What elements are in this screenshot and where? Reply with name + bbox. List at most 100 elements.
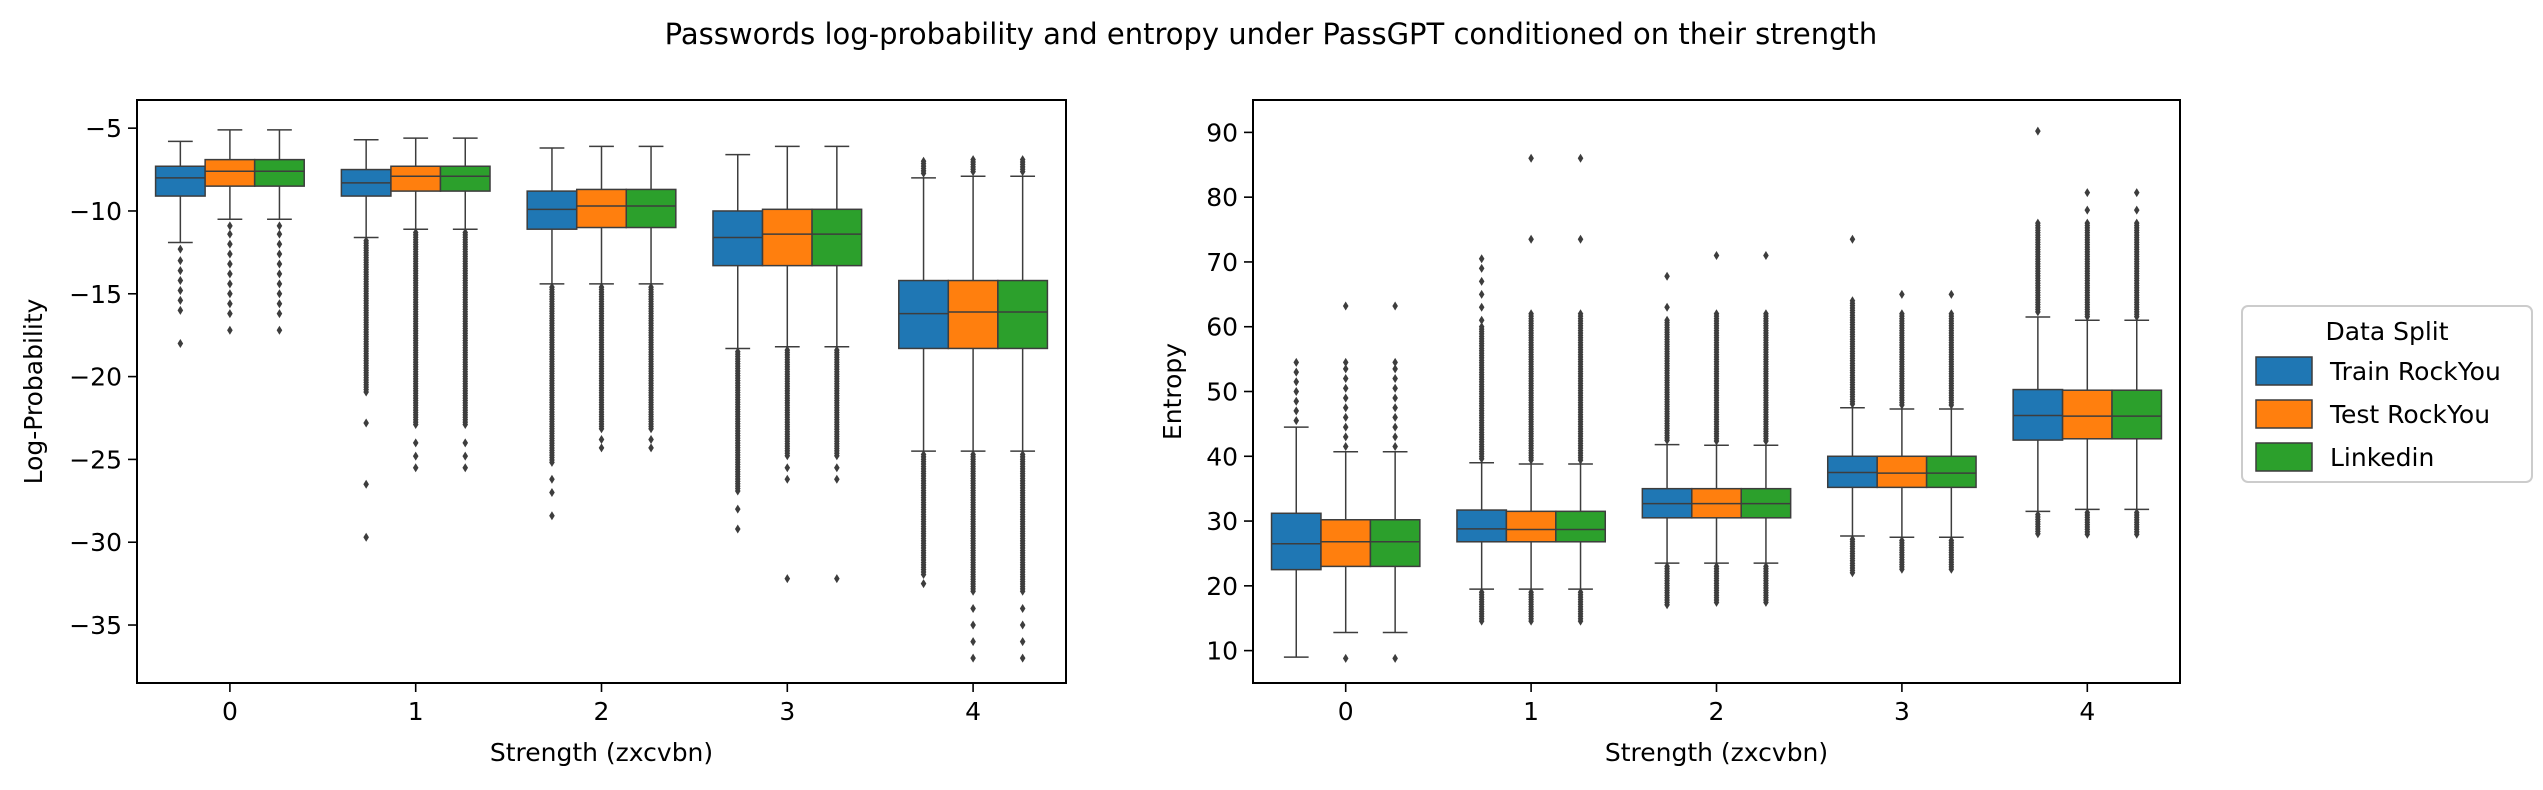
y-tick-label: −10	[69, 197, 122, 226]
flier-cluster	[970, 155, 976, 177]
flier-cluster	[1478, 322, 1485, 464]
box-iqr	[1925, 455, 1977, 489]
flier	[834, 574, 840, 584]
flier-cluster	[734, 347, 741, 496]
x-axis-label: Strength (zxcvbn)	[1605, 738, 1828, 767]
box-iqr	[390, 165, 442, 192]
box	[1925, 289, 1977, 574]
flier	[1392, 653, 1398, 663]
y-tick-label: 60	[1206, 313, 1238, 342]
box-iqr	[997, 279, 1049, 350]
series-train-rockyou	[154, 139, 950, 589]
flier	[1293, 396, 1300, 406]
flier	[1392, 412, 1398, 422]
flier	[276, 299, 283, 309]
flier-cluster	[1664, 561, 1670, 610]
flier	[1392, 442, 1398, 452]
box-iqr	[1505, 510, 1557, 543]
flier	[1763, 250, 1769, 260]
flier	[834, 463, 840, 473]
box	[390, 137, 442, 473]
flier	[1019, 603, 1026, 613]
flier	[734, 504, 741, 514]
flier	[784, 574, 791, 584]
box-iqr	[1876, 455, 1928, 489]
flier-cluster	[1899, 535, 1905, 574]
flier	[177, 256, 184, 266]
flier	[462, 463, 469, 473]
flier	[1342, 383, 1349, 393]
y-tick-label: 70	[1206, 248, 1238, 277]
flier	[1478, 289, 1485, 299]
legend-swatch-linkedin	[2255, 442, 2313, 472]
flier	[227, 229, 233, 239]
flier	[363, 479, 369, 489]
box	[1876, 289, 1928, 574]
legend-frame	[2241, 305, 2533, 483]
flier	[549, 511, 555, 521]
box-iqr	[2111, 389, 2163, 440]
box-iqr	[526, 190, 578, 230]
flier	[276, 269, 283, 279]
series-train-rockyou	[1270, 126, 2064, 658]
flier	[177, 266, 184, 276]
flier	[276, 279, 283, 289]
flier	[1478, 315, 1485, 325]
flier	[1478, 263, 1485, 273]
flier	[227, 309, 233, 319]
flier	[276, 289, 283, 299]
flier	[1577, 234, 1584, 244]
flier	[1478, 276, 1485, 286]
flier	[598, 443, 605, 453]
y-tick-label: 80	[1206, 183, 1238, 212]
box	[1456, 254, 1508, 626]
x-axis-label: Strength (zxcvbn)	[490, 738, 713, 767]
box	[1369, 301, 1421, 663]
flier	[276, 221, 283, 231]
flier	[1392, 403, 1398, 413]
box	[204, 129, 256, 335]
flier	[1342, 432, 1349, 442]
flier	[1713, 250, 1720, 260]
flier	[1664, 302, 1670, 312]
box-iqr	[1456, 509, 1508, 543]
flier	[2035, 126, 2041, 136]
flier	[549, 488, 555, 498]
flier-cluster	[648, 282, 654, 434]
box	[811, 145, 863, 584]
flier	[920, 579, 927, 589]
box	[154, 140, 206, 348]
flier-cluster	[1478, 587, 1485, 626]
flier	[1528, 234, 1534, 244]
flier-cluster	[1763, 309, 1769, 446]
x-tick-label: 2	[1709, 697, 1725, 726]
flier	[2133, 188, 2140, 198]
flier	[177, 285, 184, 295]
flier	[227, 249, 233, 259]
box-iqr	[439, 165, 491, 192]
box	[898, 156, 950, 589]
box-iqr	[1270, 512, 1322, 571]
flier	[549, 474, 555, 484]
flier	[970, 637, 976, 647]
flier	[227, 269, 233, 279]
flier	[970, 653, 976, 663]
x-tick-label: 0	[222, 697, 238, 726]
flier	[227, 299, 233, 309]
y-tick-label: −30	[69, 528, 122, 557]
flier	[734, 524, 741, 534]
flier	[227, 239, 233, 249]
flier	[784, 463, 791, 473]
flier-cluster	[1849, 534, 1856, 578]
flier-cluster	[1577, 587, 1584, 626]
box	[1270, 357, 1322, 658]
flier-cluster	[920, 449, 927, 579]
box	[1691, 250, 1742, 607]
flier-cluster	[1528, 309, 1534, 465]
flier	[227, 325, 233, 335]
y-tick-label: −5	[85, 114, 122, 143]
flier	[1293, 367, 1300, 377]
y-tick-label: −35	[69, 611, 122, 640]
